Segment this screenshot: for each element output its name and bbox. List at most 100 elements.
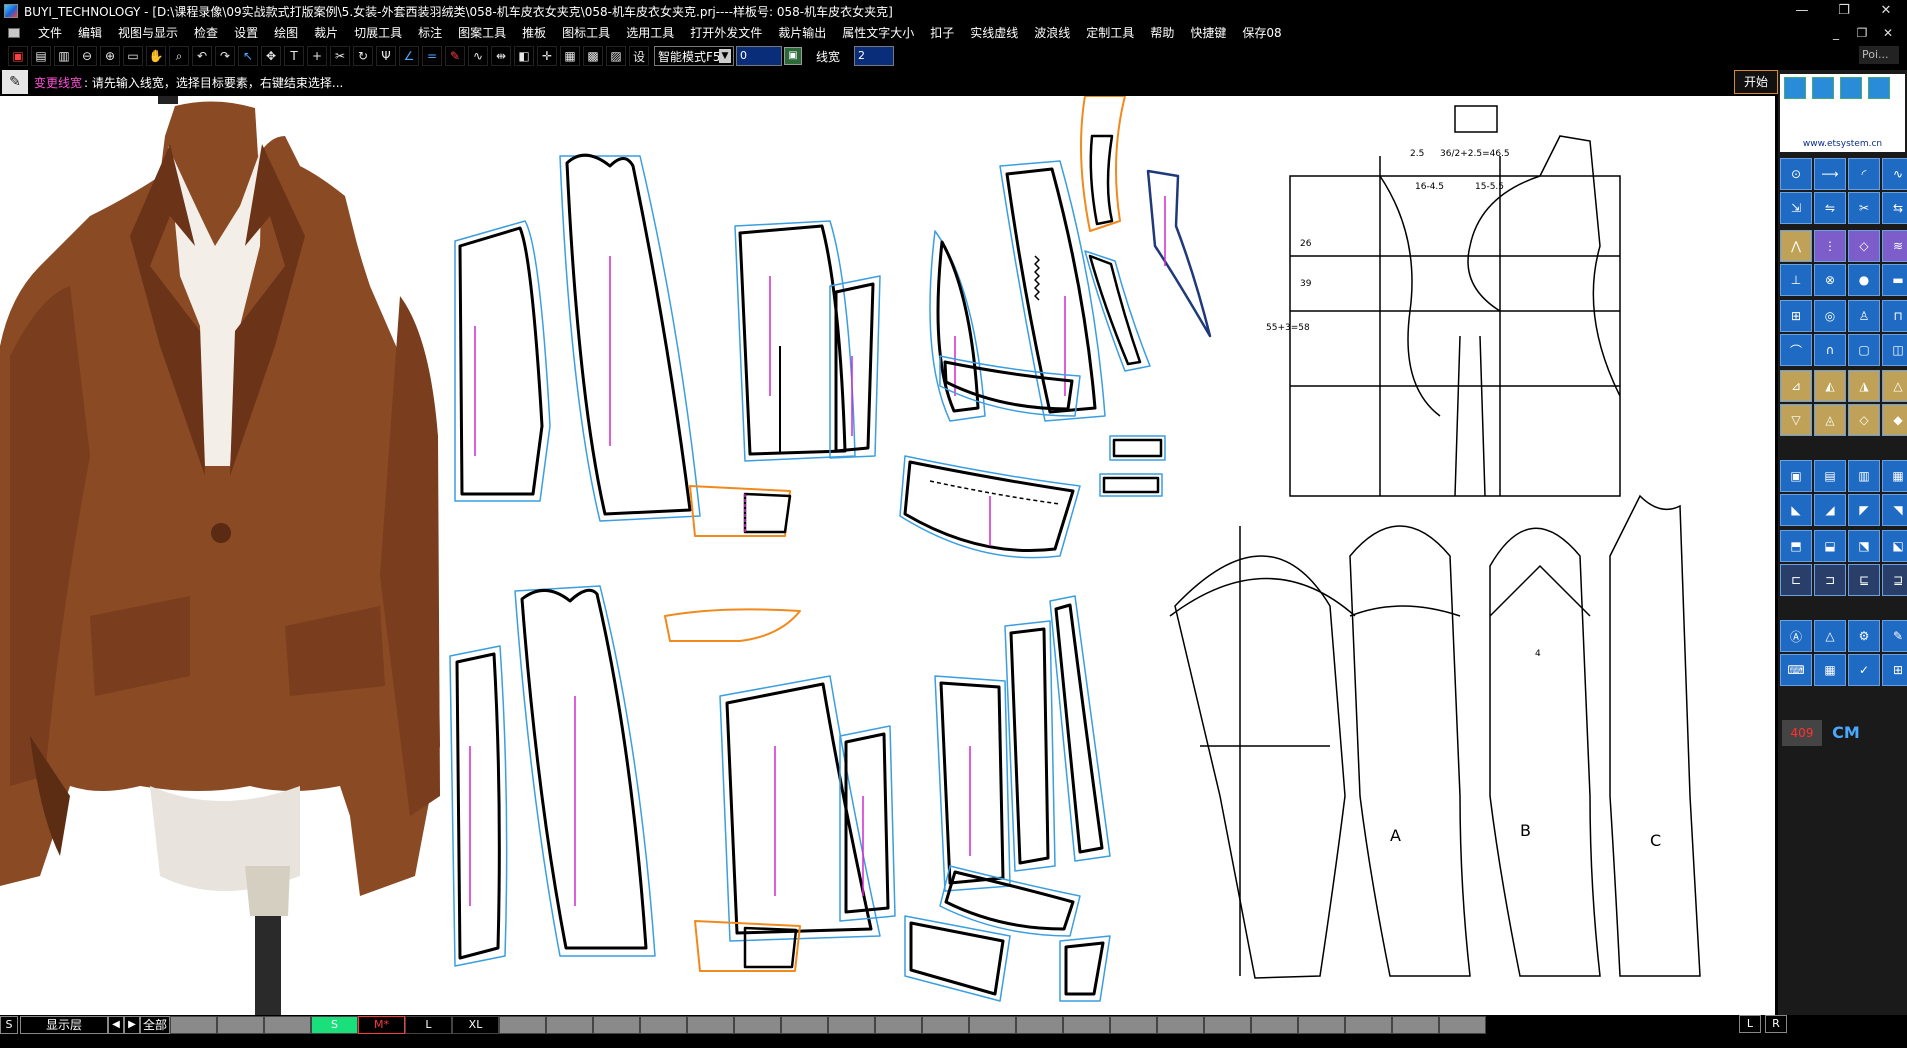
menu-edit[interactable]: 编辑	[78, 26, 103, 40]
cut-line-icon[interactable]: ✂	[330, 46, 350, 66]
menu-pattern-tools[interactable]: 图案工具	[458, 26, 507, 40]
size-slot-empty[interactable]	[1298, 1016, 1345, 1034]
misc-tool-icon-2[interactable]: △	[1814, 620, 1846, 652]
size-slot-empty[interactable]	[217, 1016, 264, 1034]
size-slot-empty[interactable]	[1439, 1016, 1486, 1034]
shape-tool-icon-3[interactable]: ⬔	[1848, 530, 1880, 562]
zoom-in-icon[interactable]: ⊕	[100, 46, 120, 66]
line-tool-icon[interactable]: ⟶	[1814, 158, 1846, 190]
arc-tool-icon[interactable]: ◜	[1848, 158, 1880, 190]
scissor-tool-icon[interactable]: ✂	[1848, 192, 1880, 224]
line-width-input[interactable]: 2	[854, 46, 895, 66]
panel-tool-icon-2[interactable]	[1812, 77, 1834, 99]
display-layer-button[interactable]: 显示层	[20, 1016, 108, 1034]
mode-select[interactable]: 智能模式F5 ▼	[654, 46, 734, 66]
sleeve-drafts[interactable]: A B C 4	[1169, 494, 1701, 979]
dart-icon[interactable]: Ψ	[376, 46, 396, 66]
shape-tool-icon-1[interactable]: ⬒	[1780, 530, 1812, 562]
misc-tool-icon-3[interactable]: ⚙	[1848, 620, 1880, 652]
menu-custom-tools[interactable]: 定制工具	[1086, 26, 1135, 40]
grading-tool-icon-8[interactable]: ◆	[1882, 404, 1907, 436]
close-icon[interactable]: ✕	[1880, 3, 1892, 18]
size-slot-empty[interactable]	[1345, 1016, 1392, 1034]
shirt-tool-icon[interactable]: ⊓	[1882, 300, 1907, 332]
spiral-tool-icon[interactable]: ◎	[1814, 300, 1846, 332]
unit-toggle[interactable]: CM	[1832, 723, 1860, 742]
button-tool-icon[interactable]: ●	[1848, 264, 1880, 296]
move-point-icon[interactable]: ✥	[261, 46, 281, 66]
sleeve-tool-icon[interactable]: ⌒	[1780, 334, 1812, 366]
menu-file[interactable]: 文件	[38, 26, 63, 40]
curve-icon[interactable]: ∿	[468, 46, 488, 66]
grading-tool-icon-6[interactable]: ◬	[1814, 404, 1846, 436]
panel-tool-icon-1[interactable]	[1784, 77, 1806, 99]
menu-attr-text-size[interactable]: 属性文字大小	[842, 26, 915, 40]
size-slot-empty[interactable]	[264, 1016, 311, 1034]
bodice-draft[interactable]: 36/2+2.5=46.5 2.5 15-5.5 16-4.5 26 39 55…	[1266, 105, 1621, 497]
pleat-tool-icon[interactable]: ⋮	[1814, 230, 1846, 262]
menu-select-tools[interactable]: 选用工具	[626, 26, 675, 40]
size-l[interactable]: L	[405, 1016, 452, 1034]
settings-icon[interactable]: 设	[629, 46, 649, 66]
curve-tool-icon[interactable]: ∿	[1882, 158, 1907, 190]
size-slot-empty[interactable]	[1204, 1016, 1251, 1034]
menu-buttons[interactable]: 扣子	[930, 26, 955, 40]
menu-grading[interactable]: 推板	[522, 26, 547, 40]
size-slot-empty[interactable]	[1157, 1016, 1204, 1034]
pattern-pieces-bottom[interactable]	[449, 585, 1111, 1002]
collar-tool-icon[interactable]: ∩	[1814, 334, 1846, 366]
size-m-base[interactable]: M*	[358, 1016, 405, 1034]
size-slot-empty[interactable]	[640, 1016, 687, 1034]
menu-wave-line[interactable]: 波浪线	[1034, 26, 1071, 40]
measure-tool-icon[interactable]: ⇆	[1882, 192, 1907, 224]
show-all-button[interactable]: 全部	[140, 1016, 170, 1034]
menu-open-external[interactable]: 打开外发文件	[690, 26, 763, 40]
shape-tool-icon-7[interactable]: ⊑	[1848, 564, 1880, 596]
body-tool-icon[interactable]: ♙	[1848, 300, 1880, 332]
new-file-icon[interactable]: ▣	[8, 46, 28, 66]
menu-slash-spread[interactable]: 切展工具	[354, 26, 403, 40]
restore-icon[interactable]: ❐	[1838, 3, 1850, 18]
size-slot-empty[interactable]	[499, 1016, 546, 1034]
snap-toggle[interactable]: S	[0, 1016, 18, 1034]
save-icon[interactable]: ▥	[54, 46, 74, 66]
grading-tool-icon-3[interactable]: ◮	[1848, 370, 1880, 402]
misc-tool-icon-6[interactable]: ▦	[1814, 654, 1846, 686]
grading-tool-icon-2[interactable]: ◭	[1814, 370, 1846, 402]
menu-save08[interactable]: 保存08	[1242, 26, 1282, 40]
size-slot-empty[interactable]	[1110, 1016, 1157, 1034]
measure-icon[interactable]: ⇹	[491, 46, 511, 66]
angle-line-icon[interactable]: ∠	[399, 46, 419, 66]
left-toggle[interactable]: L	[1739, 1015, 1761, 1033]
size-slot-empty[interactable]	[1016, 1016, 1063, 1034]
layout-tool-icon-8[interactable]: ◥	[1882, 494, 1907, 526]
color-palette-icon[interactable]: ◧	[514, 46, 534, 66]
dart-tool-icon[interactable]: ⋀	[1780, 230, 1812, 262]
size-slot-empty[interactable]	[546, 1016, 593, 1034]
fit-window-icon[interactable]: ▭	[123, 46, 143, 66]
minimize-icon[interactable]: —	[1795, 3, 1809, 18]
pan-hand-icon[interactable]: ✋	[146, 46, 166, 66]
panel-tool-icon-3[interactable]	[1840, 77, 1862, 99]
size-slot-empty[interactable]	[734, 1016, 781, 1034]
system-menu-icon[interactable]	[8, 28, 20, 38]
size-slot-empty[interactable]	[875, 1016, 922, 1034]
point-tool-icon[interactable]: ⊙	[1780, 158, 1812, 190]
menu-annotate[interactable]: 标注	[418, 26, 443, 40]
size-slot-empty[interactable]	[170, 1016, 217, 1034]
open-file-icon[interactable]: ▤	[31, 46, 51, 66]
menu-shortcuts[interactable]: 快捷键	[1190, 26, 1227, 40]
size-slot-empty[interactable]	[922, 1016, 969, 1034]
misc-tool-icon-8[interactable]: ⊞	[1882, 654, 1907, 686]
misc-tool-icon-5[interactable]: ⌨	[1780, 654, 1812, 686]
panel-tool-icon-4[interactable]	[1868, 77, 1890, 99]
website-link[interactable]: www.etsystem.cn	[1780, 136, 1905, 152]
poi-field[interactable]: Poi...	[1859, 46, 1899, 64]
shape-tool-icon-5[interactable]: ⊏	[1780, 564, 1812, 596]
menu-pieces[interactable]: 裁片	[314, 26, 339, 40]
doc-minimize-icon[interactable]: _	[1833, 26, 1839, 40]
layout-tool-icon-3[interactable]: ▥	[1848, 460, 1880, 492]
misc-tool-icon-7[interactable]: ✓	[1848, 654, 1880, 686]
grading-tool-icon-1[interactable]: ⊿	[1780, 370, 1812, 402]
redo-icon[interactable]: ↷	[215, 46, 235, 66]
